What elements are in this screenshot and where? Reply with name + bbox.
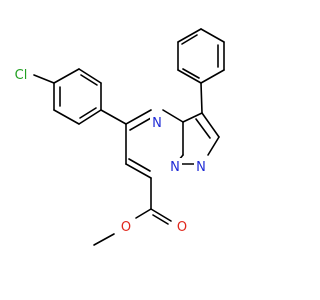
bond <box>207 136 220 156</box>
atom-n8: N <box>168 158 182 176</box>
atom-n4-label: N <box>152 116 162 131</box>
bond <box>152 214 169 225</box>
bond-layer <box>33 28 225 246</box>
atom-cl-label: Cl <box>15 68 28 83</box>
bond <box>53 68 80 84</box>
atom-layer: Cl N N N O O <box>10 66 208 236</box>
bond <box>128 158 151 172</box>
bond <box>80 74 98 86</box>
atom-n4-bg <box>150 114 164 132</box>
bond <box>79 107 97 119</box>
bond <box>53 109 80 125</box>
bond <box>200 69 225 84</box>
atom-o-ether-label: O <box>121 220 131 235</box>
bond <box>177 69 202 84</box>
atom-cl: Cl <box>10 66 32 84</box>
molecule-structure: Cl N N N O O <box>10 28 225 246</box>
atom-n8-bg <box>168 158 182 176</box>
atom-cl-bg <box>10 66 32 84</box>
bond <box>93 233 115 246</box>
atom-n1: N <box>194 158 208 176</box>
atom-o-ether-bg <box>119 218 133 236</box>
atom-o-carbonyl: O <box>175 218 189 236</box>
bond <box>78 109 102 125</box>
bond <box>150 208 172 222</box>
atom-o-carbonyl-label: O <box>177 220 187 235</box>
atom-n8-label: N <box>170 160 180 175</box>
bond <box>200 28 225 43</box>
bond <box>162 109 184 123</box>
bond <box>201 112 220 138</box>
bond <box>177 28 202 43</box>
bond <box>129 117 152 131</box>
bond <box>33 74 55 84</box>
atom-o-ether: O <box>119 218 133 236</box>
bond <box>125 109 152 125</box>
bond <box>200 82 203 114</box>
bond <box>181 34 198 45</box>
bond <box>195 118 211 139</box>
bond <box>182 112 203 123</box>
atom-n4: N <box>150 114 164 132</box>
atom-n1-bg <box>194 158 208 176</box>
bond <box>135 208 152 219</box>
atom-o-carbonyl-bg <box>175 218 189 236</box>
bond <box>125 163 152 179</box>
bond <box>100 109 127 125</box>
bond <box>78 68 102 84</box>
atom-n1-label: N <box>196 160 206 175</box>
bond <box>182 68 200 79</box>
